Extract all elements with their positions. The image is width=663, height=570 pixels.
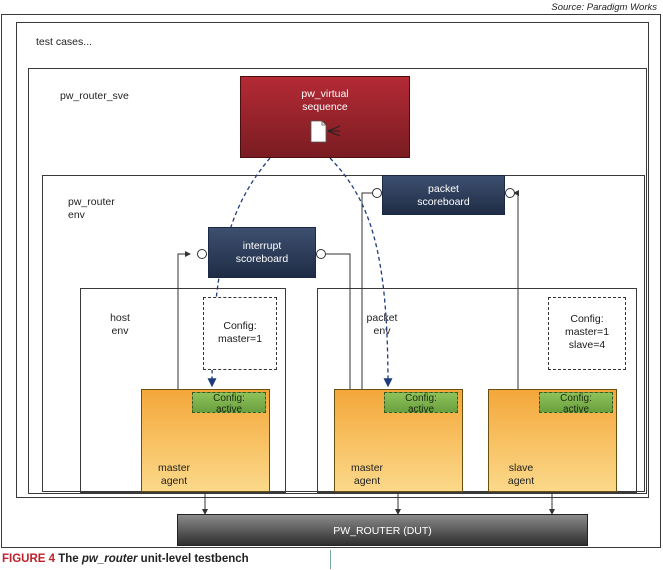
caption-pre: The [55, 553, 82, 565]
packet-scoreboard-right-port [505, 188, 515, 198]
host-agent-active-config: Config: active [192, 392, 266, 415]
host-agent-to-interrupt-wire [177, 251, 191, 390]
packet-agent-to-packet-scoreboard-wire [361, 192, 372, 390]
dut-block: PW_ROUTER (DUT) [177, 514, 588, 546]
source-note: Source: Paradigm Works [551, 2, 657, 13]
host-config-box: Config: master=1 [203, 297, 277, 370]
sve-label: pw_router_sve [60, 90, 129, 102]
test-cases-label: test cases... [36, 36, 93, 48]
caption-divider [330, 550, 331, 569]
virtual-sequence-label: pw_virtual sequence [301, 88, 349, 113]
outer-frame [1, 14, 661, 548]
interrupt-scoreboard: interrupt scoreboard [208, 227, 316, 278]
packet-agent-active-label: Config: active [405, 393, 437, 415]
interrupt-scoreboard-label: interrupt scoreboard [235, 240, 289, 265]
env-label: pw_router env [68, 196, 115, 221]
packet-config-label: Config: master=1 slave=4 [564, 313, 610, 351]
figure-number: FIGURE 4 [2, 553, 56, 565]
packet-master-agent-label: master agent [350, 462, 384, 487]
interrupt-scoreboard-left-port [197, 249, 207, 259]
host-master-agent-label: master agent [157, 462, 191, 487]
virtual-sequence-block: pw_virtual sequence [240, 76, 410, 158]
figure-caption: FIGURE 4 The pw_router unit-level testbe… [2, 553, 249, 565]
host-env-container [80, 288, 286, 493]
packet-scoreboard: packet scoreboard [382, 175, 505, 215]
document-icon [310, 120, 341, 143]
test-cases-container [16, 22, 649, 498]
sequence-to-packet-agent-dashed [329, 157, 393, 388]
slave-agent-to-packet-scoreboard-wire [513, 190, 519, 390]
packet-scoreboard-left-port [372, 188, 382, 198]
host-config-label: Config: master=1 [217, 320, 263, 345]
interrupt-scoreboard-right-port [316, 249, 326, 259]
slave-agent-active-config: Config: active [539, 392, 613, 415]
interrupt-to-packet-agent-wire [326, 253, 351, 390]
dut-label: PW_ROUTER (DUT) [333, 525, 432, 537]
packet-scoreboard-label: packet scoreboard [417, 183, 470, 208]
slave-agent-active-label: Config: active [560, 393, 592, 415]
sve-container [28, 68, 647, 494]
packet-config-box: Config: master=1 slave=4 [548, 297, 626, 370]
host-env-label: host env [110, 312, 130, 337]
caption-post: unit-level testbench [137, 553, 249, 565]
packet-env-container [317, 288, 637, 493]
packet-slave-agent-label: slave agent [507, 462, 535, 487]
host-agent-active-label: Config: active [213, 393, 245, 415]
packet-agent-active-config: Config: active [384, 392, 458, 415]
caption-italic: pw_router [81, 553, 138, 565]
